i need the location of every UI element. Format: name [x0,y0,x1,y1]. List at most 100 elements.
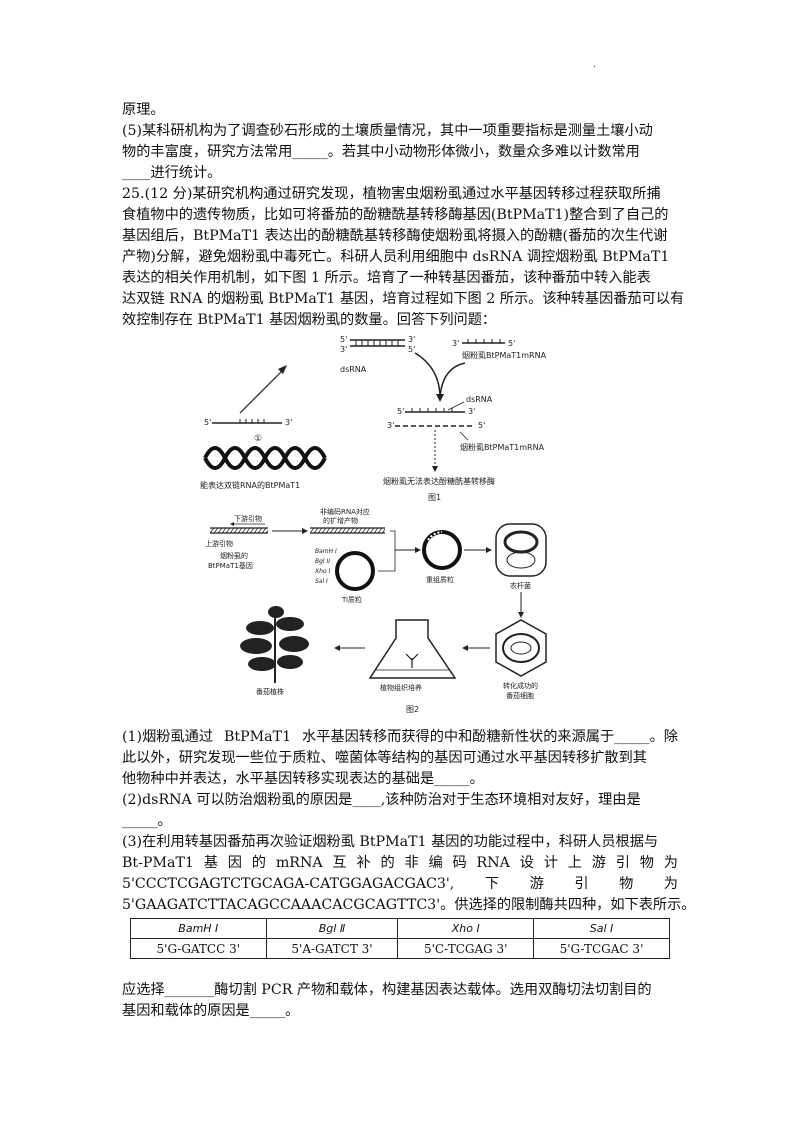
question-line: 此以外，研究发现一些位于质粒、噬菌体等结构的基因可通过水平基因转移扩散到其 [122,750,647,766]
q3-word: 为 [663,876,678,892]
question-line: (3)在利用转基因番茄再次验证烟粉虱 BtPMaT1 基因的功能过程中，科研人员… [122,834,659,850]
figure1-caption: 图1 [428,493,441,502]
paragraph-line: 25.(12 分)某研究机构通过研究发现，植物害虫烟粉虱通过水平基因转移过程获取… [122,186,661,202]
label-3prime: 3' [408,335,415,344]
label-transformed: 转化成功的 [503,681,538,690]
label-gene: BtPMaT1基因 [208,561,253,570]
q3-word: 引 [615,855,630,871]
q3-word: mRNA [275,855,323,871]
label-5prime: 5' [478,421,485,430]
q3-word: 上 [567,855,582,871]
label-5prime: 5' [508,339,515,348]
q1-part: 水平基因转移而获得的中和酚糖新性状的来源属于_____。除 [302,729,678,745]
enzyme-name: Sal Ⅰ [533,918,670,939]
q3-word: 设 [519,855,534,871]
q3-word: 物 [619,876,634,892]
question-line: 5'GAAGATCTTACAGCCAAACACGCAGTTC3'。供选择的限制酶… [122,897,696,913]
label-enzyme: BamH I [315,548,337,555]
label-3prime: 3' [340,345,347,354]
q1-part: (1)烟粉虱通过 [122,729,214,745]
enzyme-site: 5'C-TCGAG 3' [397,938,534,959]
enzyme-table: BamH Ⅰ Bgl Ⅱ Xho Ⅰ Sal Ⅰ 5'G-GATCC 3' 5'… [130,918,670,959]
question-line: 他物种中并表达，水平基因转移实现表达的基础是_____。 [122,771,484,787]
label-transformed: 番茄细胞 [506,691,534,700]
q3-word: 引 [574,876,589,892]
paragraph-line: 物的丰富度，研究方法常用_____。若其中小动物形体微小，数量众多难以计数常用 [122,144,640,160]
enzyme-site: 5'A-GATCT 3' [265,938,399,959]
header-mark: · [593,62,597,73]
label-5prime: 5' [340,335,347,344]
enzyme-name: Bgl Ⅱ [265,918,399,939]
enzyme-name: Xho Ⅰ [397,918,534,939]
enzyme-site: 5'G-GATCC 3' [130,938,267,959]
paragraph-line: 原理。 [122,102,165,118]
enzyme-name: BamH Ⅰ [130,918,267,939]
label-gene: 烟粉虱的 [220,551,248,560]
label-5prime: 5' [204,418,211,427]
label-ti-plasmid: Ti质粒 [341,595,362,604]
q3-word: 的 [380,855,395,871]
paragraph-line: (5)某科研机构为了调查砂石形成的土壤质量情况，其中一项重要指标是测量土壤小动 [122,123,653,139]
label-product: 非编码RNA对应 [320,507,370,516]
enzyme-site: 5'G-TCGAC 3' [533,938,670,959]
paragraph-line: 效控制存在 BtPMaT1 基因烟粉虱的数量。回答下列问题： [122,312,497,328]
question-line: 应选择_______酶切割 PCR 产物和载体，构建基因表达载体。选用双酶切法切… [122,982,652,998]
q3-word: 计 [543,855,558,871]
label-3prime: 3' [285,418,292,427]
q3-word: RNA [476,855,510,871]
label-mrna: 烟粉虱BtPMaT1mRNA [462,350,547,360]
label-recombinant: 重组质粒 [426,575,454,584]
q3-word: 物 [639,855,654,871]
label-plant: 番茄植株 [256,687,284,696]
label-result: 烟粉虱无法表达酚糖酰基转移酶 [383,476,495,486]
q3-word: 游 [591,855,606,871]
q3-word: 补 [356,855,371,871]
q3-word: 互 [332,855,347,871]
q3-word: 下 [484,876,500,892]
label-enzyme: Bgl II [315,558,330,565]
label-gene: 能表达双链RNA的BtPMaT1 [200,480,300,490]
label-down-primer: 下游引物 [234,514,262,523]
step-number: ① [254,434,262,444]
label-dsrna: dsRNA [340,365,367,374]
label-dsrna: dsRNA [466,395,493,404]
q3-word: 为 [663,855,678,871]
q3-word: 基 [203,855,218,871]
label-enzyme: Xho I [314,568,330,575]
q3-word: 的 [251,855,266,871]
label-3prime: 3' [387,421,394,430]
label-culture: 植物组织培养 [380,683,422,692]
paragraph-line: 食植物中的遗传物质，比如可将番茄的酚糖酰基转移酶基因(BtPMaT1)整合到了自… [122,207,669,223]
paragraph-line: ____进行统计。 [122,165,222,181]
label-up-primer: 上游引物 [205,539,233,548]
q3-word: Bt-PMaT1 [122,855,194,871]
question-line: _____。 [122,813,172,829]
figure2-caption: 图2 [406,705,419,714]
q3-word: 游 [529,876,544,892]
question-line: (2)dsRNA 可以防治烟粉虱的原因是____,该种防治对于生态环境相对友好，… [122,792,641,808]
q3-word: 因 [227,855,242,871]
q3-word: 5'CCCTCGAGTCTGCAGA-CATGGAGACGAC3', [122,876,455,892]
label-product: 的扩增产物 [323,516,358,525]
question-line: 基因和载体的原因是_____。 [122,1003,300,1019]
q3-word: 编 [428,855,443,871]
paragraph-line: 表达的相关作用机制，如下图 1 所示。培育了一种转基因番茄，该种番茄中转入能表 [122,270,651,286]
label-agrobacterium: 农杆菌 [510,581,531,590]
label-5prime: 5' [397,407,404,416]
question-line: (1)烟粉虱通过 BtPMaT1 水平基因转移而获得的中和酚糖新性状的来源属于_… [122,727,678,748]
paragraph-line: 基因组后，BtPMaT1 表达出的酚糖酰基转移酶使烟粉虱将摄入的酚糖(番茄的次生… [122,228,668,244]
question-line: 5'CCCTCGAGTCTGCAGA-CATGGAGACGAC3', 下 游 引 物 为 [122,874,678,895]
figure-diagram: 5' 3' 3' 5' dsRNA 3' 5' 烟粉虱BtPMaT1mRNA d… [200,335,547,714]
label-enzyme: Sal I [315,578,328,585]
paragraph-line: 产物)分解，避免烟粉虱中毒死亡。科研人员利用细胞中 dsRNA 调控烟粉虱 Bt… [122,249,670,265]
paragraph-line: 达双链 RNA 的烟粉虱 BtPMaT1 基因，培育过程如下图 2 所示。该种转… [122,291,685,307]
label-3prime: 3' [468,407,475,416]
label-3prime: 3' [452,339,459,348]
label-5prime: 5' [408,345,415,354]
label-mrna: 烟粉虱BtPMaT1mRNA [460,442,545,452]
q3-word: 码 [452,855,467,871]
q1-part: BtPMaT1 [223,729,292,745]
q3-word: 非 [404,855,419,871]
